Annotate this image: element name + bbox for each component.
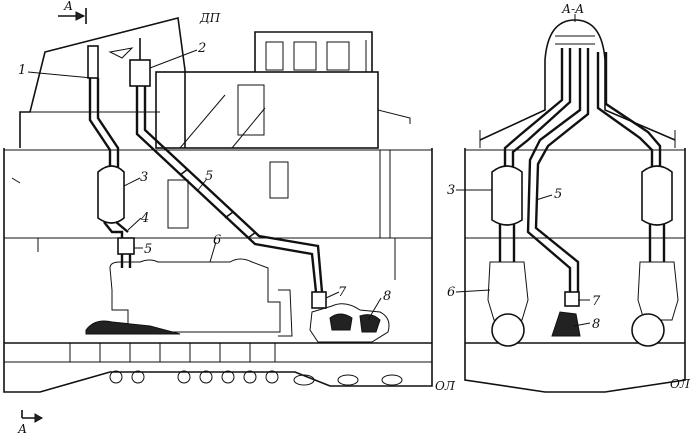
- callout-5-lower: 5: [144, 242, 152, 257]
- aux-engine-8: [309, 303, 390, 343]
- wheelhouse: [19, 17, 186, 148]
- section-engine-left: [487, 261, 529, 321]
- section-callout-3: 3: [447, 183, 455, 198]
- callout-8: 8: [383, 289, 391, 304]
- section-callout-5: 5: [554, 187, 562, 202]
- exhaust-stack-1: [87, 45, 99, 79]
- side-elevation: [3, 8, 433, 423]
- section-hull: [464, 148, 686, 393]
- exhaust-pipe-1: [88, 78, 120, 168]
- upper-bridge: [254, 31, 373, 72]
- leaders-section: [455, 189, 591, 327]
- section-title: А-А: [561, 2, 584, 16]
- section-callout-7: 7: [592, 294, 601, 309]
- aux-engine-7: [311, 291, 327, 309]
- text-labels: А ДП А-А А ОЛ ОЛ 1 2 3 4 5 5 6 7 8 3 5 6…: [17, 0, 691, 434]
- section-silencer-right: [641, 165, 673, 226]
- cross-section: [455, 14, 686, 393]
- device-2: [129, 59, 151, 87]
- callout-4: 4: [140, 211, 149, 226]
- section-engine-right: [637, 261, 679, 321]
- leaders-side: [27, 49, 382, 321]
- section-arrow-top: [58, 8, 87, 24]
- callout-7: 7: [338, 285, 347, 300]
- hull-outline: [3, 148, 433, 393]
- section-callout-6: 6: [447, 285, 455, 300]
- callout-6: 6: [213, 233, 221, 248]
- baseline-right-label: ОЛ: [670, 377, 691, 391]
- baseline-left-label: ОЛ: [435, 379, 456, 393]
- centerline-label: ДП: [199, 11, 221, 25]
- callout-1: 1: [18, 63, 26, 78]
- exhaust-pipe-5: [135, 86, 324, 293]
- silencer-3: [97, 165, 125, 224]
- callout-2: 2: [197, 41, 206, 56]
- section-arrow-bottom: [21, 410, 44, 423]
- lightening-holes: [109, 370, 403, 386]
- callout-5-pipe: 5: [205, 169, 213, 184]
- flex-joint-5-lower: [117, 237, 135, 255]
- section-mark-bottom: А: [17, 422, 27, 434]
- callout-3: 3: [140, 170, 148, 185]
- floor-frames: [69, 343, 276, 362]
- section-silencer-left: [491, 165, 523, 226]
- section-callout-8: 8: [592, 317, 600, 332]
- section-mark-top: А: [63, 0, 73, 13]
- main-engine-6: [109, 258, 281, 333]
